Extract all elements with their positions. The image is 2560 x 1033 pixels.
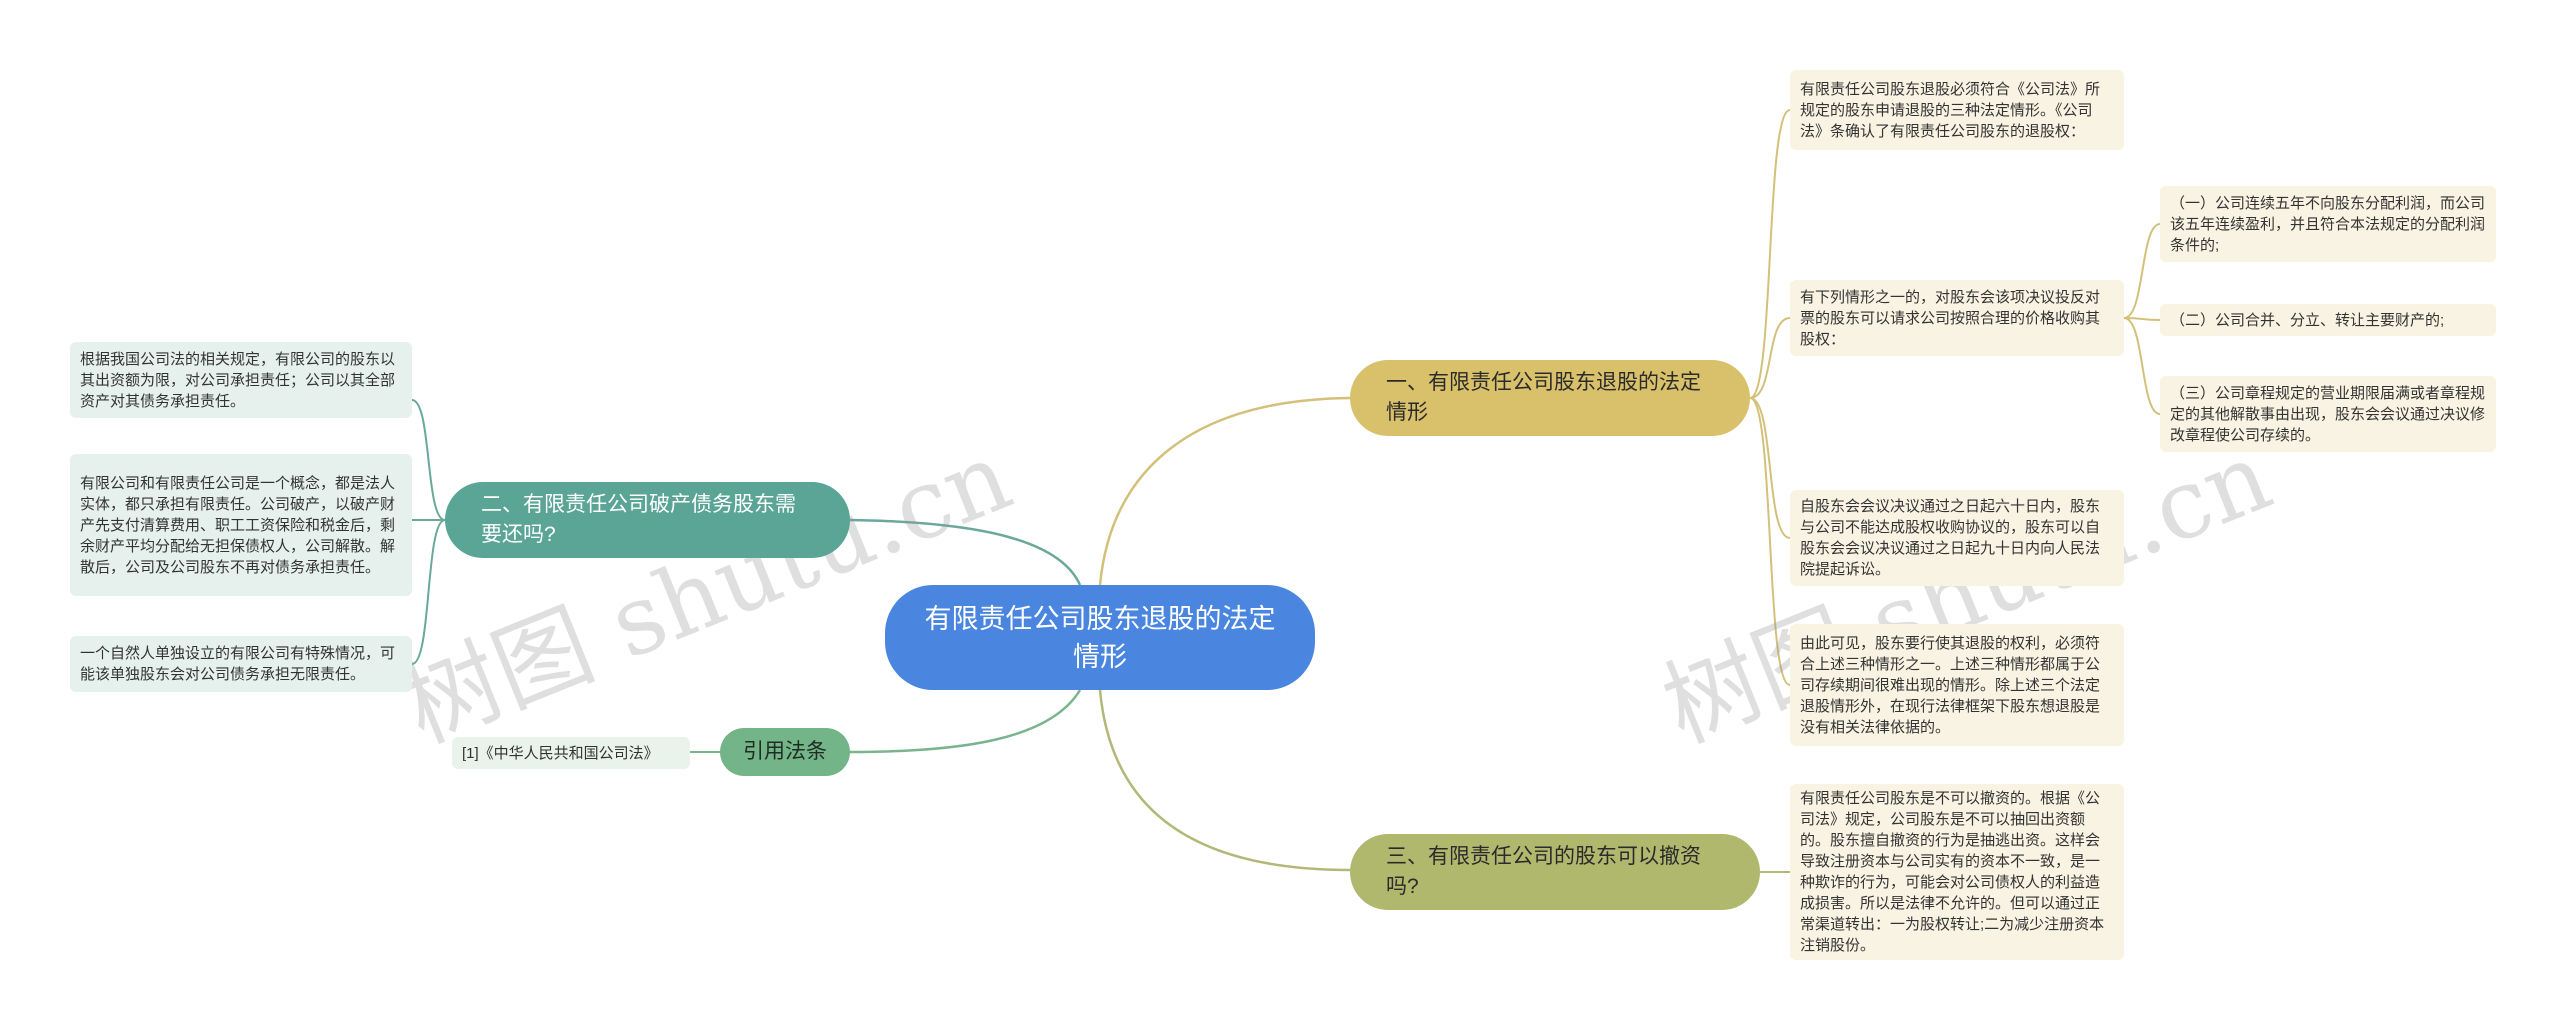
link-root-b4: [849, 689, 1082, 754]
link-root-b2: [849, 518, 1082, 586]
leaf-text: 一个自然人单独设立的有限公司有特殊情况，可能该单独股东会对公司债务承担无限责任。: [80, 645, 396, 683]
link-cond-c1: [2123, 223, 2161, 319]
link-cond-c3: [2123, 317, 2161, 415]
leaf-text: 自股东会会议决议通过之日起六十日内，股东与公司不能达成股权收购协议的，股东可以自…: [1800, 498, 2101, 578]
root-title: 有限责任公司股东退股的法定情形: [924, 603, 1276, 672]
link-root-b1: [1098, 396, 1351, 586]
link-b2-l3: [411, 519, 446, 665]
leaf-conclusion[interactable]: 由此可见，股东要行使其退股的权利，必须符合上述三种情形之一。上述三种情形都属于公…: [1790, 624, 2124, 746]
leaf-text: 根据我国公司法的相关规定，有限公司的股东以其出资额为限，对公司承担责任；公司以其…: [80, 350, 396, 410]
link-root-b3: [1098, 689, 1351, 872]
root-node[interactable]: 有限责任公司股东退股的法定情形: [885, 585, 1315, 690]
link-b2-l1: [411, 399, 446, 521]
leaf-condition-1[interactable]: （一）公司连续五年不向股东分配利润，而公司该五年连续盈利，并且符合本法规定的分配…: [2160, 186, 2496, 262]
leaf-text: （二）公司合并、分立、转让主要财产的;: [2170, 311, 2445, 329]
leaf-text: 有下列情形之一的，对股东会该项决议投反对票的股东可以请求公司按照合理的价格收购其…: [1800, 288, 2101, 348]
leaf-bankruptcy-process[interactable]: 有限公司和有限责任公司是一个概念，都是法人实体，都只承担有限责任。公司破产，以破…: [70, 454, 412, 596]
leaf-conditions[interactable]: 有下列情形之一的，对股东会该项决议投反对票的股东可以请求公司按照合理的价格收购其…: [1790, 280, 2124, 356]
leaf-company-law-citation[interactable]: [1]《中华人民共和国公司法》: [452, 737, 690, 769]
leaf-intro[interactable]: 有限责任公司股东退股必须符合《公司法》所规定的股东申请退股的三种法定情形。《公司…: [1790, 70, 2124, 150]
branch-label: 二、有限责任公司破产债务股东需要还吗?: [481, 493, 796, 546]
leaf-text: （一）公司连续五年不向股东分配利润，而公司该五年连续盈利，并且符合本法规定的分配…: [2170, 194, 2486, 254]
branch-node-exit-conditions[interactable]: 一、有限责任公司股东退股的法定情形: [1350, 360, 1750, 436]
branch-node-bankruptcy-debt[interactable]: 二、有限责任公司破产债务股东需要还吗?: [445, 482, 850, 558]
leaf-deadline[interactable]: 自股东会会议决议通过之日起六十日内，股东与公司不能达成股权收购协议的，股东可以自…: [1790, 490, 2124, 586]
leaf-text: 有限公司和有限责任公司是一个概念，都是法人实体，都只承担有限责任。公司破产，以破…: [80, 474, 396, 576]
branch-label: 引用法条: [743, 740, 827, 763]
branch-node-cited-law[interactable]: 引用法条: [720, 728, 850, 776]
leaf-condition-3[interactable]: （三）公司章程规定的营业期限届满或者章程规定的其他解散事由出现，股东会会议通过决…: [2160, 376, 2496, 452]
branch-label: 一、有限责任公司股东退股的法定情形: [1386, 371, 1701, 424]
leaf-shareholder-liability[interactable]: 根据我国公司法的相关规定，有限公司的股东以其出资额为限，对公司承担责任；公司以其…: [70, 342, 412, 418]
leaf-text: 由此可见，股东要行使其退股的权利，必须符合上述三种情形之一。上述三种情形都属于公…: [1800, 634, 2101, 736]
link-b1-intro: [1749, 109, 1791, 399]
leaf-text: 有限责任公司股东是不可以撤资的。根据《公司法》规定，公司股东是不可以抽回出资额的…: [1800, 790, 2105, 954]
leaf-text: （三）公司章程规定的营业期限届满或者章程规定的其他解散事由出现，股东会会议通过决…: [2170, 384, 2486, 444]
link-b1-cond: [1749, 317, 1791, 399]
leaf-text: 有限责任公司股东退股必须符合《公司法》所规定的股东申请退股的三种法定情形。《公司…: [1800, 80, 2101, 140]
leaf-sole-shareholder[interactable]: 一个自然人单独设立的有限公司有特殊情况，可能该单独股东会对公司债务承担无限责任。: [70, 636, 412, 692]
leaf-withdraw-capital[interactable]: 有限责任公司股东是不可以撤资的。根据《公司法》规定，公司股东是不可以抽回出资额的…: [1790, 784, 2124, 960]
leaf-condition-2[interactable]: （二）公司合并、分立、转让主要财产的;: [2160, 304, 2496, 336]
branch-label: 三、有限责任公司的股东可以撤资吗?: [1386, 845, 1701, 898]
link-b1-deadline: [1749, 397, 1791, 539]
link-cond-c2: [2123, 317, 2161, 321]
link-b1-conclusion: [1749, 397, 1791, 686]
branch-node-withdraw-capital[interactable]: 三、有限责任公司的股东可以撤资吗?: [1350, 834, 1760, 910]
leaf-text: [1]《中华人民共和国公司法》: [462, 744, 659, 762]
